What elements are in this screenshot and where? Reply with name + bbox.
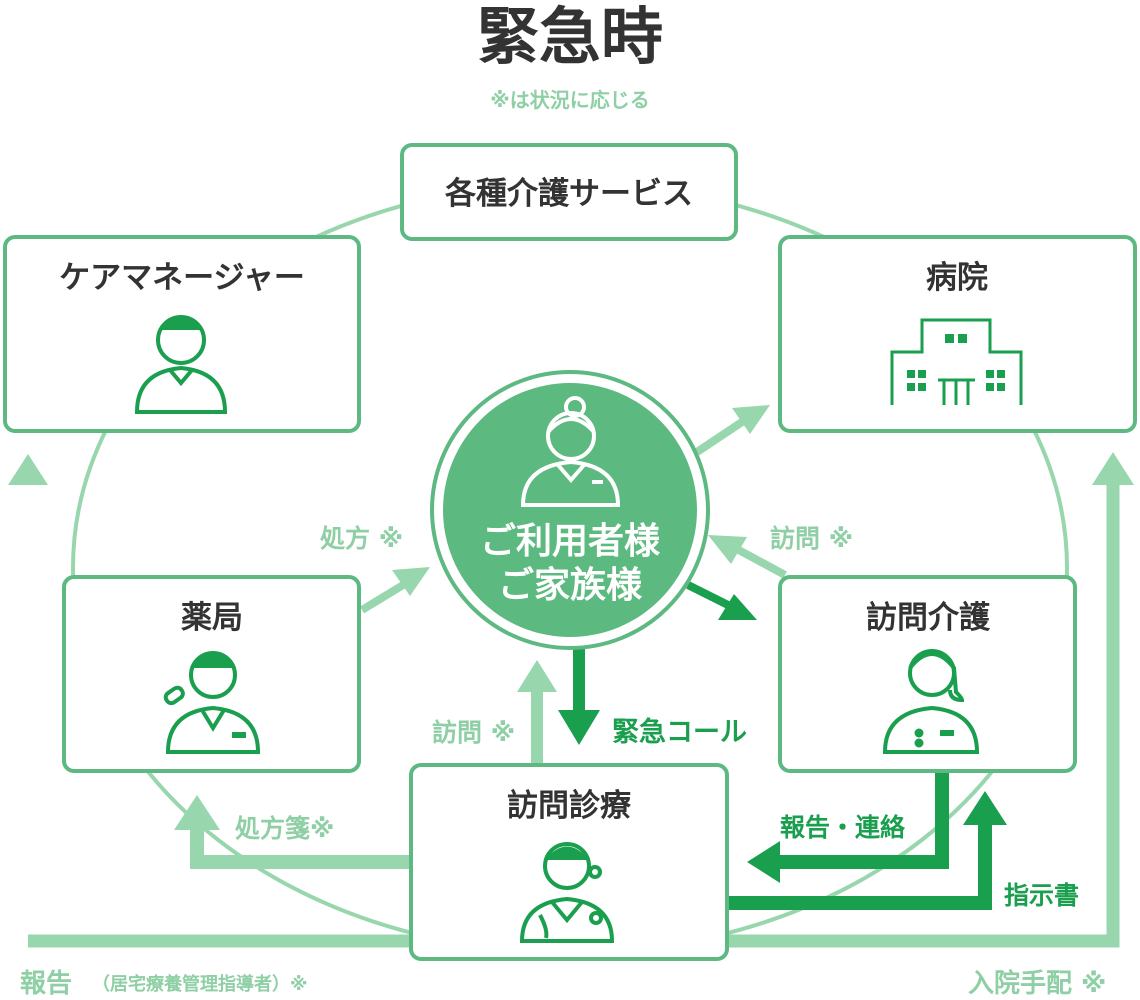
care-manager-icon	[134, 315, 228, 414]
homecare-to-user-arrowhead	[708, 535, 747, 564]
slip-to-pharmacy-arrowhead	[174, 795, 220, 830]
node-care-services: 各種介護サービス	[400, 143, 738, 241]
light-connectors	[8, 405, 1134, 948]
label-report-detail: （居宅療養管理指導者）※	[92, 973, 308, 995]
hospitalization-arrowhead	[1092, 452, 1134, 485]
label-report-contact: 報告・連絡	[780, 813, 906, 842]
caregiver-icon	[882, 649, 980, 754]
care-manager-box	[3, 235, 361, 433]
node-home-care: 訪問介護	[778, 575, 1077, 773]
user-to-homecare-arrowhead	[718, 594, 757, 620]
instructions-arrowhead	[963, 791, 1007, 825]
page-title: 緊急時	[477, 0, 663, 73]
node-home-medical: 訪問診療	[409, 763, 729, 961]
node-user-family: ご利用者様 ご家族様	[430, 370, 710, 650]
page-note: ※は状況に応じる	[490, 88, 649, 112]
emergency-call-arrowhead	[558, 710, 600, 745]
homecare-to-user-line	[733, 544, 787, 579]
home-care-label: 訪問介護	[866, 600, 991, 636]
node-care-manager: ケアマネージャー	[3, 235, 361, 433]
label-instructions: 指示書	[1004, 881, 1079, 910]
care-services-label: 各種介護サービス	[444, 176, 693, 212]
user-label-line1: ご利用者様	[480, 521, 661, 562]
pharmacist-icon	[163, 651, 261, 754]
pharmacy-box	[62, 575, 361, 773]
instructions-line	[728, 825, 992, 910]
report-contact-arrowhead	[747, 841, 780, 883]
report-contact-line	[780, 772, 949, 869]
home-medical-box	[409, 763, 729, 961]
slip-to-pharmacy-line	[190, 830, 410, 869]
home-care-box	[778, 575, 1077, 773]
report-to-manager-arrowhead	[8, 454, 48, 485]
user-to-homecare-line	[686, 581, 730, 609]
user-to-hospital-line	[694, 416, 748, 456]
medical-to-user-arrowhead	[517, 660, 557, 692]
label-visit-medical: 訪問 ※	[432, 718, 515, 747]
hospitalization-line	[728, 485, 1120, 948]
user-to-hospital-arrowhead	[732, 405, 770, 434]
care-manager-label: ケアマネージャー	[59, 260, 305, 296]
doctor-icon	[519, 842, 615, 943]
pharmacy-label: 薬局	[181, 600, 243, 636]
home-medical-label: 訪問診療	[507, 788, 631, 824]
label-emergency-call: 緊急コール	[612, 716, 747, 748]
label-prescription: 処方 ※	[320, 524, 403, 553]
pharmacy-to-user-arrowhead	[392, 567, 430, 596]
pharmacy-to-user-line	[359, 578, 411, 614]
label-hospitalization: 入院手配 ※	[968, 968, 1106, 999]
elderly-user-icon	[520, 396, 621, 507]
node-hospital: 病院	[778, 235, 1137, 433]
node-pharmacy: 薬局	[62, 575, 361, 773]
label-report: 報告	[20, 969, 72, 999]
label-visit-care: 訪問 ※	[770, 524, 853, 553]
hospital-label: 病院	[926, 260, 988, 296]
user-label-line2: ご家族様	[498, 565, 643, 606]
user-circle	[443, 383, 697, 637]
dark-connectors	[558, 581, 1007, 910]
care-services-box	[400, 143, 738, 241]
hospital-box	[778, 235, 1137, 433]
hospital-icon	[890, 318, 1023, 405]
label-prescription-slip: 処方箋※	[235, 814, 334, 843]
